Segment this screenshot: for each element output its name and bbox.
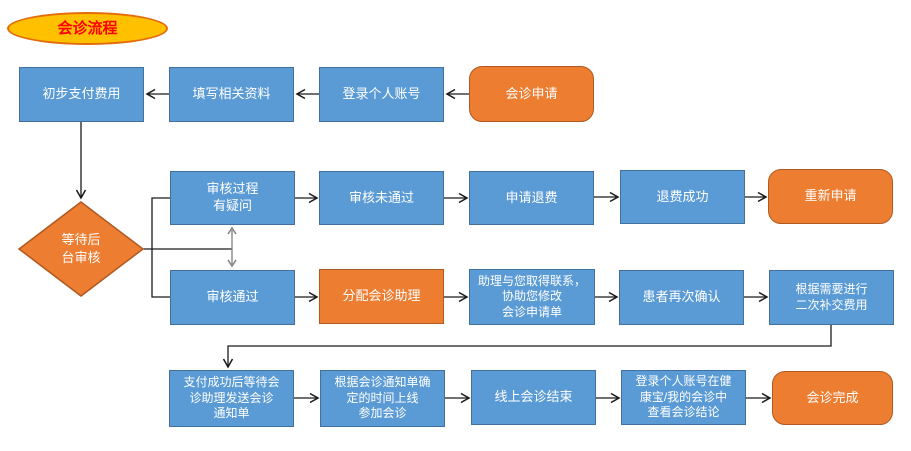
- node-wait-notice: 支付成功后等待会 诊助理发送会诊 通知单: [169, 370, 294, 427]
- node-apply-refund: 申请退费: [469, 171, 594, 225]
- double-arrow-head-up: [227, 226, 237, 235]
- node-initial-payment: 初步支付费用: [19, 67, 144, 122]
- node-fill-info: 填写相关资料: [169, 67, 294, 122]
- connector-secondpay-to-waitnotice: [222, 325, 832, 369]
- node-view-conclusion: 登录个人账号在健 康宝/我的会诊中 查看会诊结论: [621, 370, 746, 425]
- diamond-shape: [17, 201, 145, 297]
- node-consult-done: 会诊完成: [772, 371, 893, 425]
- node-second-payment: 根据需要进行 二次补交费用: [769, 270, 894, 325]
- node-consult-apply: 会诊申请: [469, 66, 594, 122]
- node-wait-review: 等待后 台审核: [61, 232, 101, 265]
- node-login-account: 登录个人账号: [319, 67, 444, 122]
- double-arrow-head-down: [227, 259, 237, 268]
- node-review-question: 审核过程 有疑问: [170, 171, 295, 225]
- node-assign-assistant: 分配会诊助理: [319, 269, 444, 324]
- node-review-pass: 审核通过: [170, 270, 295, 325]
- node-review-fail: 审核未通过: [319, 171, 444, 225]
- node-patient-confirm: 患者再次确认: [619, 270, 744, 325]
- node-assistant-contact: 助理与您取得联系， 协助您修改 会诊申请单: [469, 269, 595, 325]
- node-attend-consult: 根据会诊通知单确 定的时间上线 参加会诊: [320, 370, 445, 427]
- node-consult-end: 线上会诊结束: [471, 370, 596, 425]
- node-reapply: 重新申请: [768, 169, 893, 224]
- node-refund-success: 退费成功: [620, 170, 745, 224]
- flowchart-title: 会诊流程: [7, 12, 168, 45]
- connector-diamond-branches: [151, 197, 170, 298]
